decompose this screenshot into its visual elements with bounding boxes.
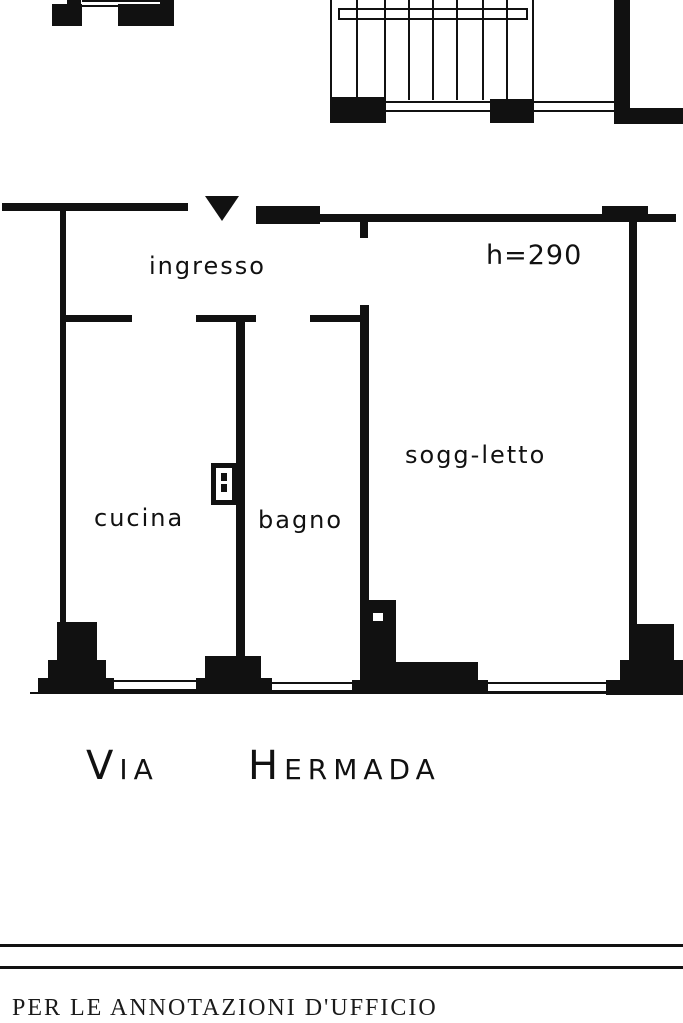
room-label-sogg-letto: sogg-letto [405, 441, 547, 469]
street-word2-rest: ERMADA [284, 753, 441, 786]
upper-left-window-piers [52, 0, 174, 26]
room-label-cucina: cucina [94, 504, 185, 532]
upper-balcony-railing [330, 0, 683, 124]
street-word1-initial: V [86, 743, 120, 789]
office-notes-label: PER LE ANNOTAZIONI D'UFFICIO [12, 995, 438, 1021]
room-label-ingresso: ingresso [149, 252, 266, 280]
footer-rule-bottom [0, 966, 683, 969]
street-name-label-2: HERMADA [248, 746, 441, 786]
street-word1-rest: IA [119, 753, 159, 786]
room-label-bagno: bagno [258, 506, 344, 534]
interior-walls [60, 210, 637, 682]
exterior-wall-top [2, 203, 676, 238]
exterior-wall-bottom [30, 600, 683, 695]
ceiling-height-label: h=290 [486, 240, 583, 271]
street-word2-initial: H [248, 743, 285, 789]
street-name-label: VIA [86, 746, 159, 786]
entrance-arrow-icon [205, 196, 239, 221]
footer-rule-top [0, 944, 683, 947]
